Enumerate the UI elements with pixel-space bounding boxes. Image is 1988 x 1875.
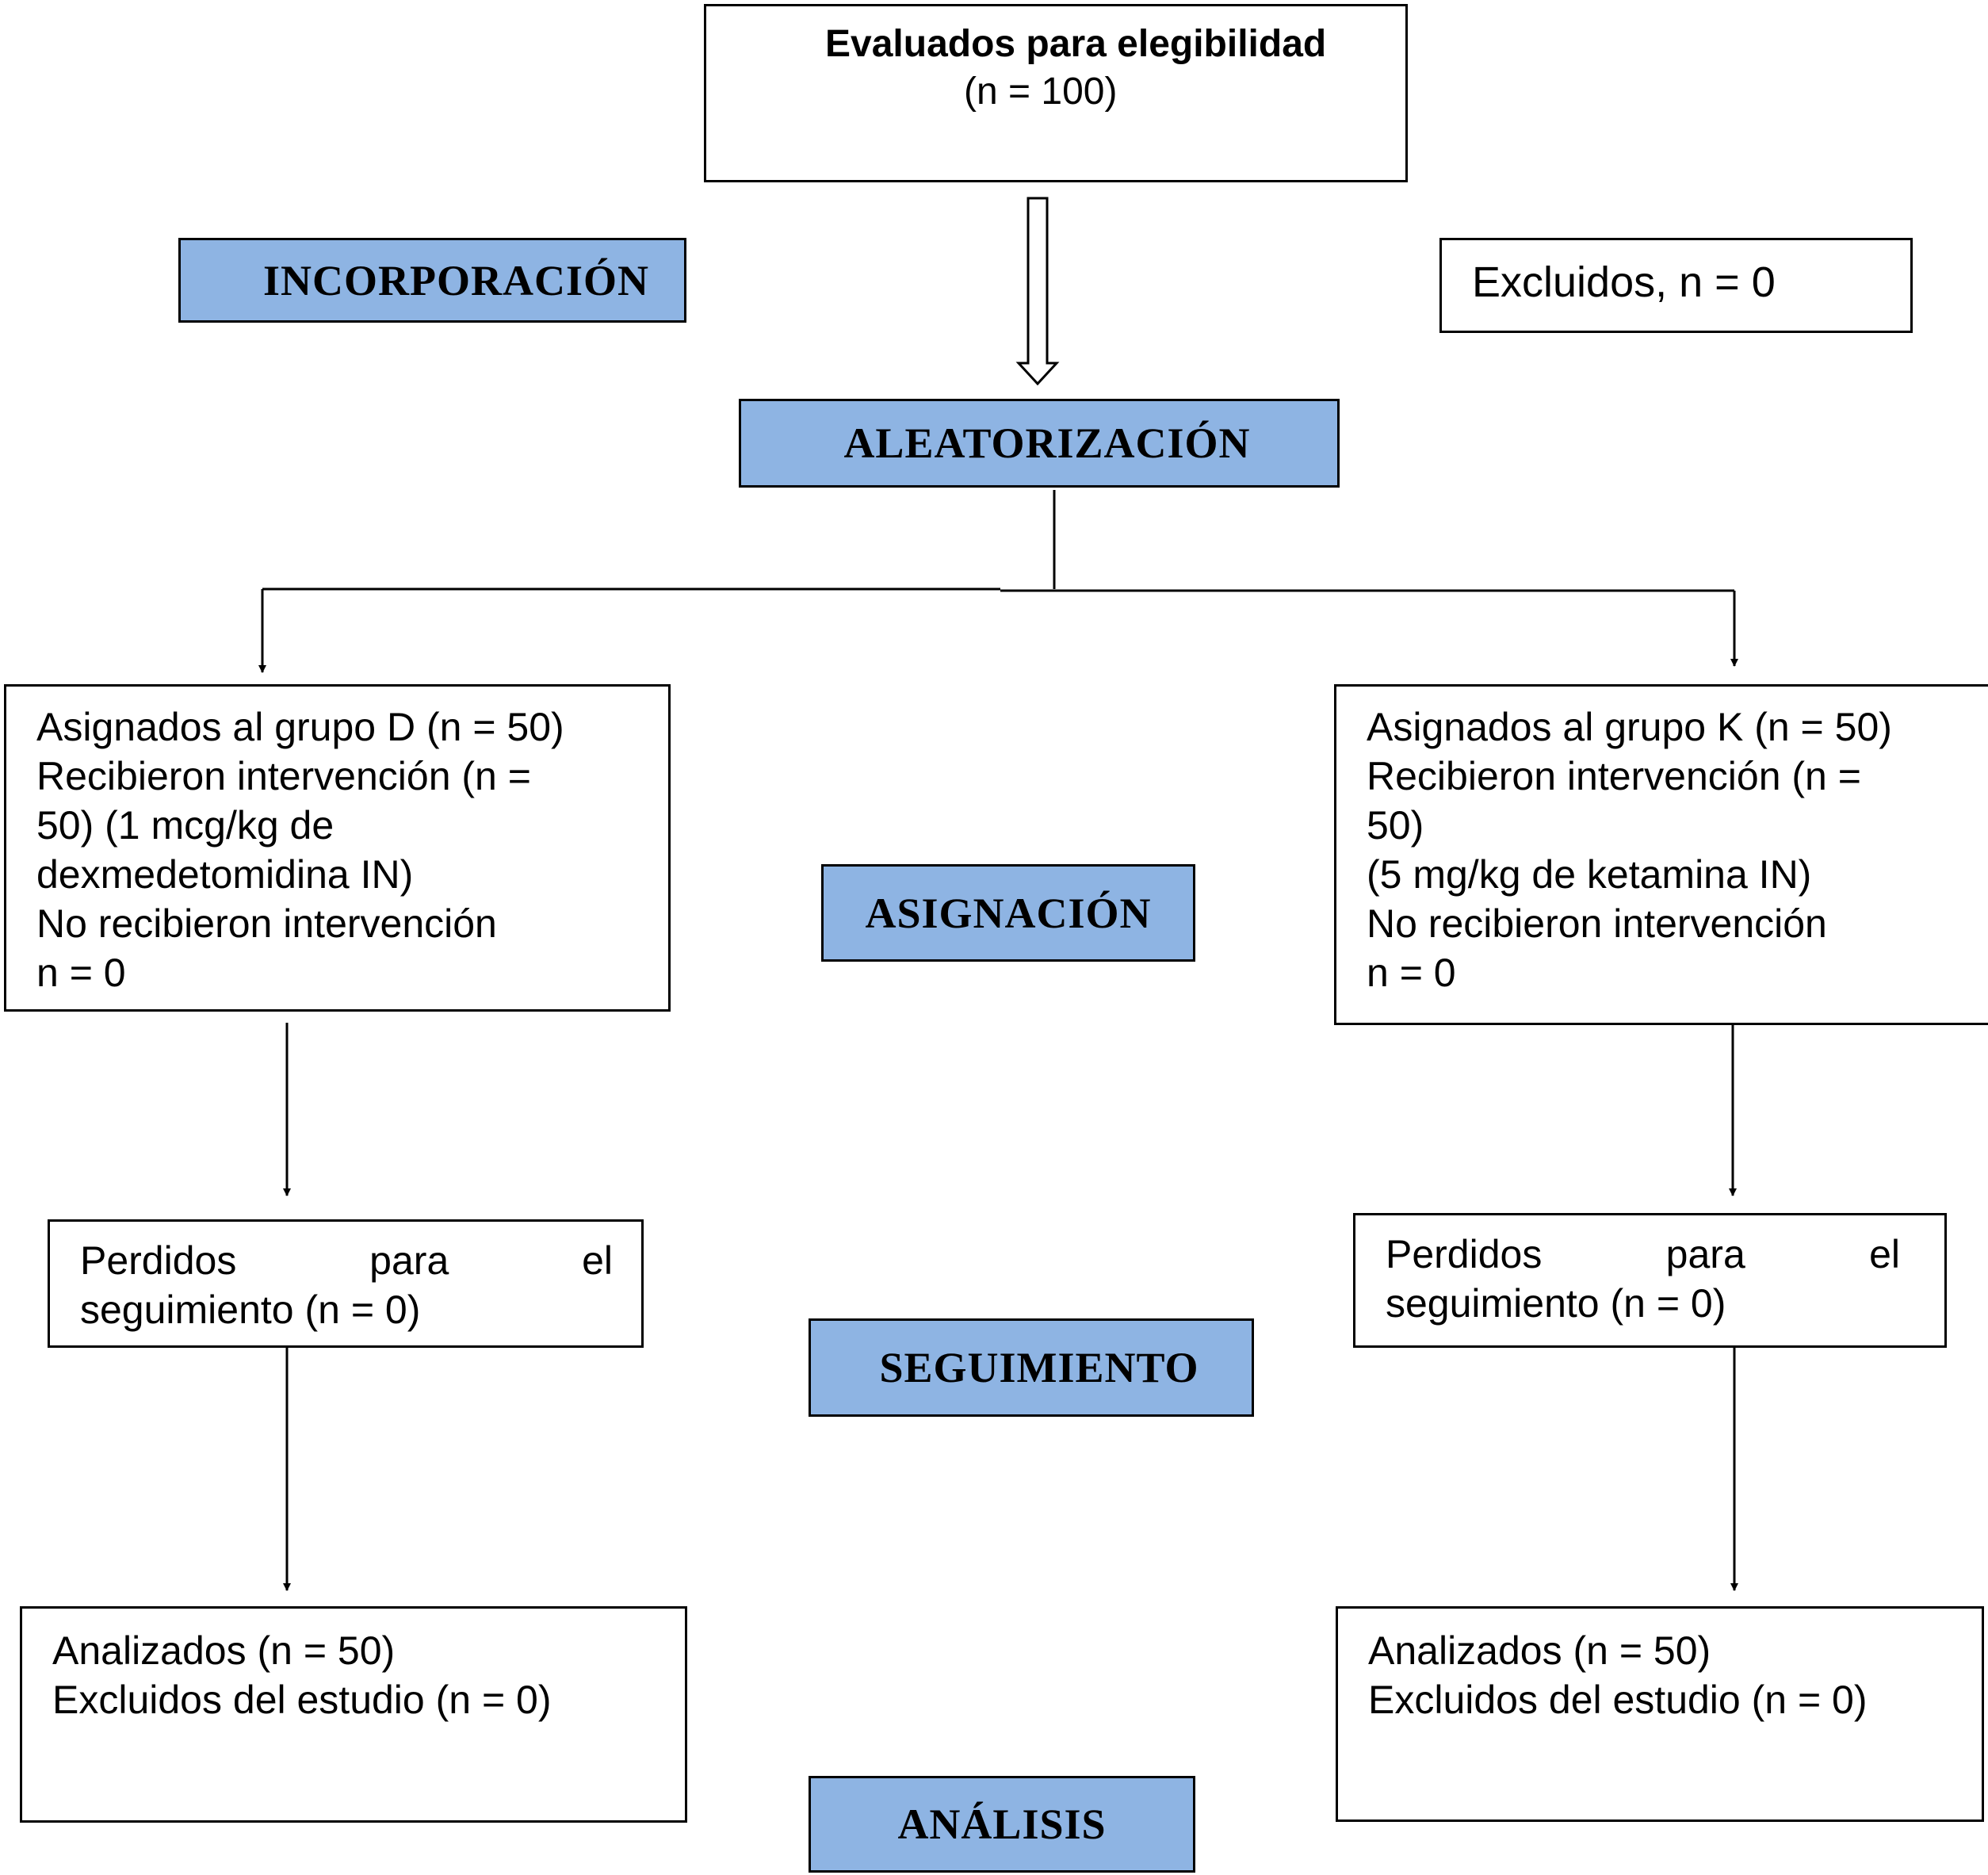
stage-seguimiento: SEGUIMIENTO <box>809 1318 1254 1417</box>
group-k-line: Asignados al grupo K (n = 50) <box>1367 705 1892 749</box>
excluded-box: Excluidos, n = 0 <box>1439 238 1913 333</box>
group-d-analyzed-box: Analizados (n = 50) Excluidos del estudi… <box>20 1606 687 1823</box>
group-d-line: 50) (1 mcg/kg de <box>36 803 335 848</box>
group-k-lost-line1: Perdidos para el <box>1386 1230 1900 1279</box>
group-d-analyzed-line: Analizados (n = 50) <box>52 1628 396 1673</box>
stage-asignacion: ASIGNACIÓN <box>821 864 1195 962</box>
group-k-lost-box: Perdidos para el seguimiento (n = 0) <box>1353 1213 1947 1348</box>
group-d-assigned-box: Asignados al grupo D (n = 50) Recibieron… <box>4 684 671 1012</box>
group-k-lost-line2: seguimiento (n = 0) <box>1386 1281 1726 1326</box>
group-k-line: No recibieron intervención <box>1367 901 1827 946</box>
stage-aleatorizacion: ALEATORIZACIÓN <box>739 399 1340 488</box>
group-d-line: dexmedetomidina IN) <box>36 852 414 897</box>
group-k-analyzed-line: Analizados (n = 50) <box>1368 1628 1711 1673</box>
group-d-analyzed-line: Excluidos del estudio (n = 0) <box>52 1678 552 1722</box>
eligibility-count: (n = 100) <box>964 71 1118 113</box>
group-k-assigned-box: Asignados al grupo K (n = 50) Recibieron… <box>1334 684 1988 1025</box>
group-d-line: Recibieron intervención (n = <box>36 754 531 798</box>
group-k-lost-word: Perdidos <box>1386 1232 1543 1276</box>
eligibility-title: Evaluados para elegibilidad <box>825 23 1327 65</box>
group-k-analyzed-box: Analizados (n = 50) Excluidos del estudi… <box>1336 1606 1984 1822</box>
group-k-lost-word: el <box>1869 1232 1900 1276</box>
group-d-lost-line2: seguimiento (n = 0) <box>80 1288 421 1332</box>
group-k-line: Recibieron intervención (n = <box>1367 754 1861 798</box>
group-d-lost-box: Perdidos para el seguimiento (n = 0) <box>48 1219 644 1348</box>
group-d-line: No recibieron intervención <box>36 901 497 946</box>
group-k-line: (5 mg/kg de ketamina IN) <box>1367 852 1812 897</box>
group-d-lost-word: Perdidos <box>80 1238 237 1283</box>
group-k-line: n = 0 <box>1367 951 1456 995</box>
group-d-line: n = 0 <box>36 951 126 995</box>
stage-analisis: ANÁLISIS <box>809 1776 1195 1873</box>
hollow-arrow <box>1015 197 1060 386</box>
eligibility-box: Evaluados para elegibilidad (n = 100) <box>704 4 1408 182</box>
stage-incorporacion: INCORPORACIÓN <box>178 238 686 323</box>
group-d-lost-word: para <box>369 1238 449 1283</box>
group-d-lost-line1: Perdidos para el <box>80 1236 613 1285</box>
group-k-lost-word: para <box>1665 1232 1745 1276</box>
group-d-line: Asignados al grupo D (n = 50) <box>36 705 564 749</box>
group-k-line: 50) <box>1367 803 1424 848</box>
group-d-lost-word: el <box>582 1238 613 1283</box>
group-k-analyzed-line: Excluidos del estudio (n = 0) <box>1368 1678 1868 1722</box>
